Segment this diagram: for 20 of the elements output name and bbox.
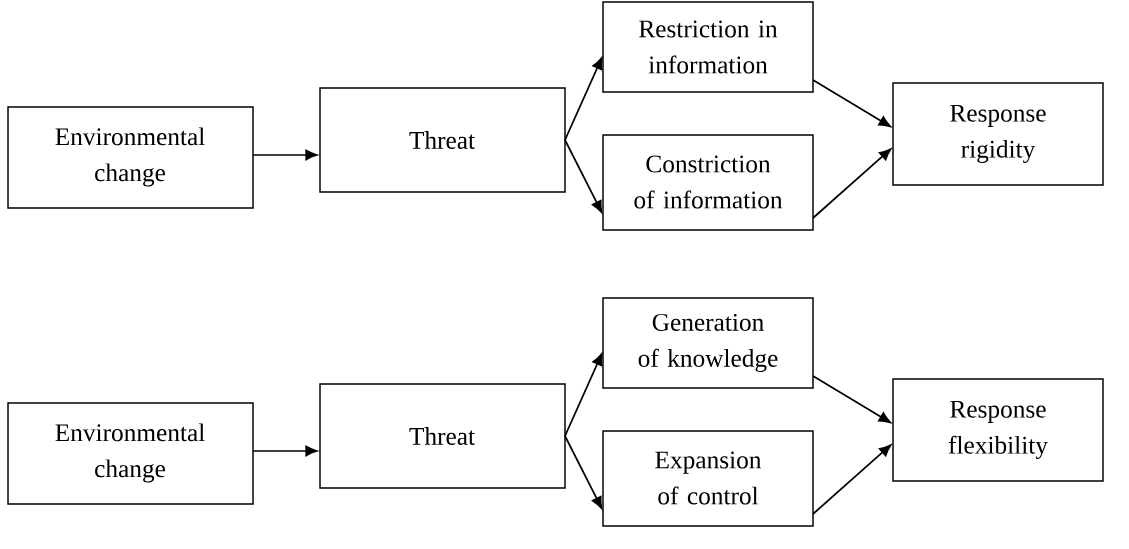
process-box: Response rigidity [892, 82, 1104, 186]
arrow [812, 375, 892, 424]
arrow [564, 57, 603, 141]
arrow [564, 353, 603, 437]
arrow [564, 139, 603, 213]
process-box: Constriction of information [602, 134, 814, 231]
process-box: Response flexibility [892, 378, 1104, 482]
arrow [252, 445, 318, 457]
process-box: Environmental change [7, 106, 254, 209]
process-box: Environmental change [7, 402, 254, 505]
arrow [812, 148, 892, 219]
process-box: Generation of knowledge [602, 297, 814, 389]
process-box: Threat [319, 87, 566, 193]
arrow [564, 435, 603, 509]
arrow [252, 149, 318, 161]
process-box: Threat [319, 383, 566, 489]
arrow [812, 444, 892, 515]
arrow [812, 79, 892, 128]
process-box: Expansion of control [602, 430, 814, 527]
process-box: Restriction in information [602, 1, 814, 93]
